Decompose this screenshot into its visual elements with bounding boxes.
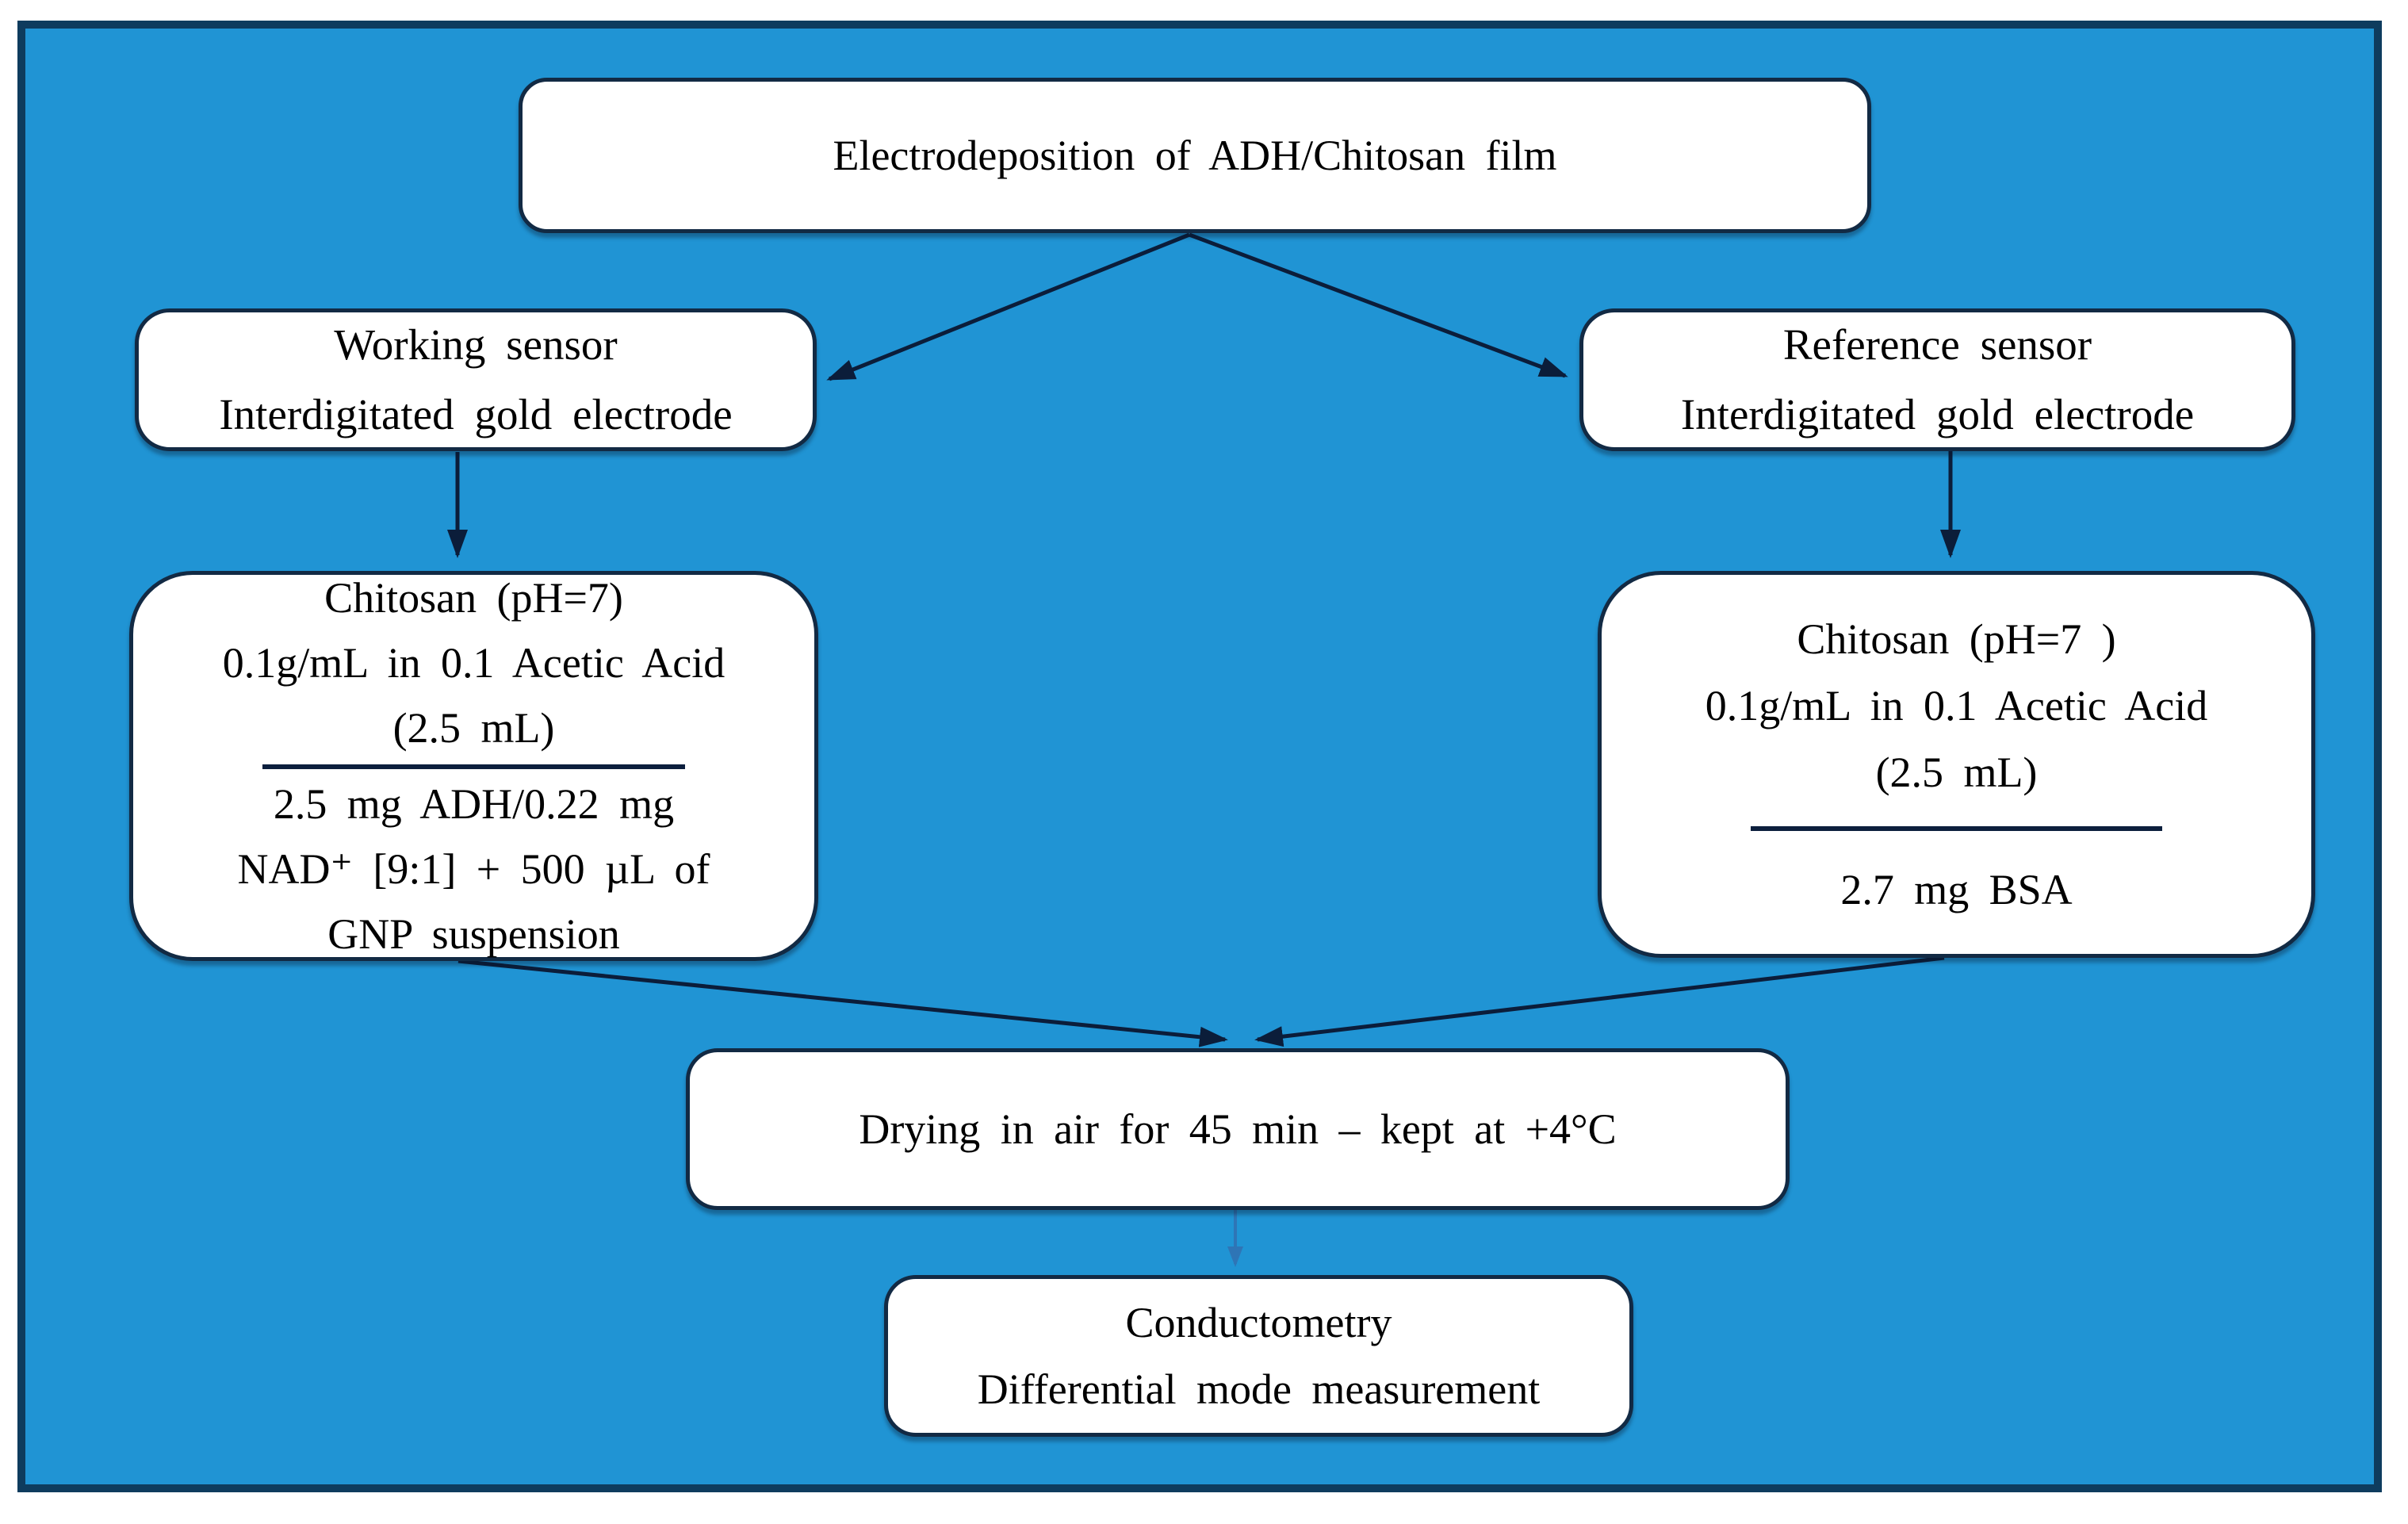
working-mix-line2: 0.1g/mL in 0.1 Acetic Acid (222, 639, 725, 687)
box-reference-sensor: Reference sensor Interdigitated gold ele… (1579, 308, 2295, 451)
box-reference-mix: Chitosan (pH=7 ) 0.1g/mL in 0.1 Acetic A… (1598, 571, 2315, 958)
electrodeposition-text: Electrodeposition of ADH/Chitosan film (833, 132, 1557, 179)
reference-mix-line4: 2.7 mg BSA (1840, 866, 2073, 913)
working-mix-line6: GNP suspension (327, 910, 620, 958)
working-mix-divider-line (262, 764, 685, 769)
reference-mix-line2: 0.1g/mL in 0.1 Acetic Acid (1705, 682, 2208, 729)
reference-sensor-line2: Interdigitated gold electrode (1680, 390, 2195, 438)
arrow-title-to-working-sensor (826, 232, 1190, 381)
measurement-line1: Conductometry (1125, 1299, 1392, 1346)
measurement-line2: Differential mode measurement (977, 1365, 1541, 1413)
arrow-working-mix-to-drying (457, 959, 1228, 1047)
arrow-title-to-reference-sensor (1189, 232, 1568, 378)
working-sensor-line2: Interdigitated gold electrode (219, 390, 733, 438)
working-sensor-line1: Working sensor (334, 320, 618, 369)
reference-mix-divider-line (1750, 826, 2163, 831)
box-measurement: Conductometry Differential mode measurem… (884, 1275, 1633, 1437)
reference-sensor-line1: Reference sensor (1782, 320, 2092, 369)
box-drying: Drying in air for 45 min – kept at +4°C (686, 1048, 1790, 1210)
box-working-mix: Chitosan (pH=7) 0.1g/mL in 0.1 Acetic Ac… (129, 571, 818, 961)
drying-text: Drying in air for 45 min – kept at +4°C (859, 1105, 1617, 1153)
box-electrodeposition: Electrodeposition of ADH/Chitosan film (519, 78, 1871, 233)
reference-mix-line1: Chitosan (pH=7 ) (1797, 615, 2116, 663)
reference-mix-line3: (2.5 mL) (1875, 749, 2038, 796)
working-mix-line4: 2.5 mg ADH/0.22 mg (273, 780, 675, 828)
working-mix-line1: Chitosan (pH=7) (324, 574, 623, 622)
arrow-reference-mix-to-drying (1254, 955, 1945, 1047)
box-working-sensor: Working sensor Interdigitated gold elect… (135, 308, 817, 451)
working-mix-line3: (2.5 mL) (392, 704, 555, 752)
working-mix-line5: NAD⁺ [9:1] + 500 µL of (237, 845, 710, 893)
